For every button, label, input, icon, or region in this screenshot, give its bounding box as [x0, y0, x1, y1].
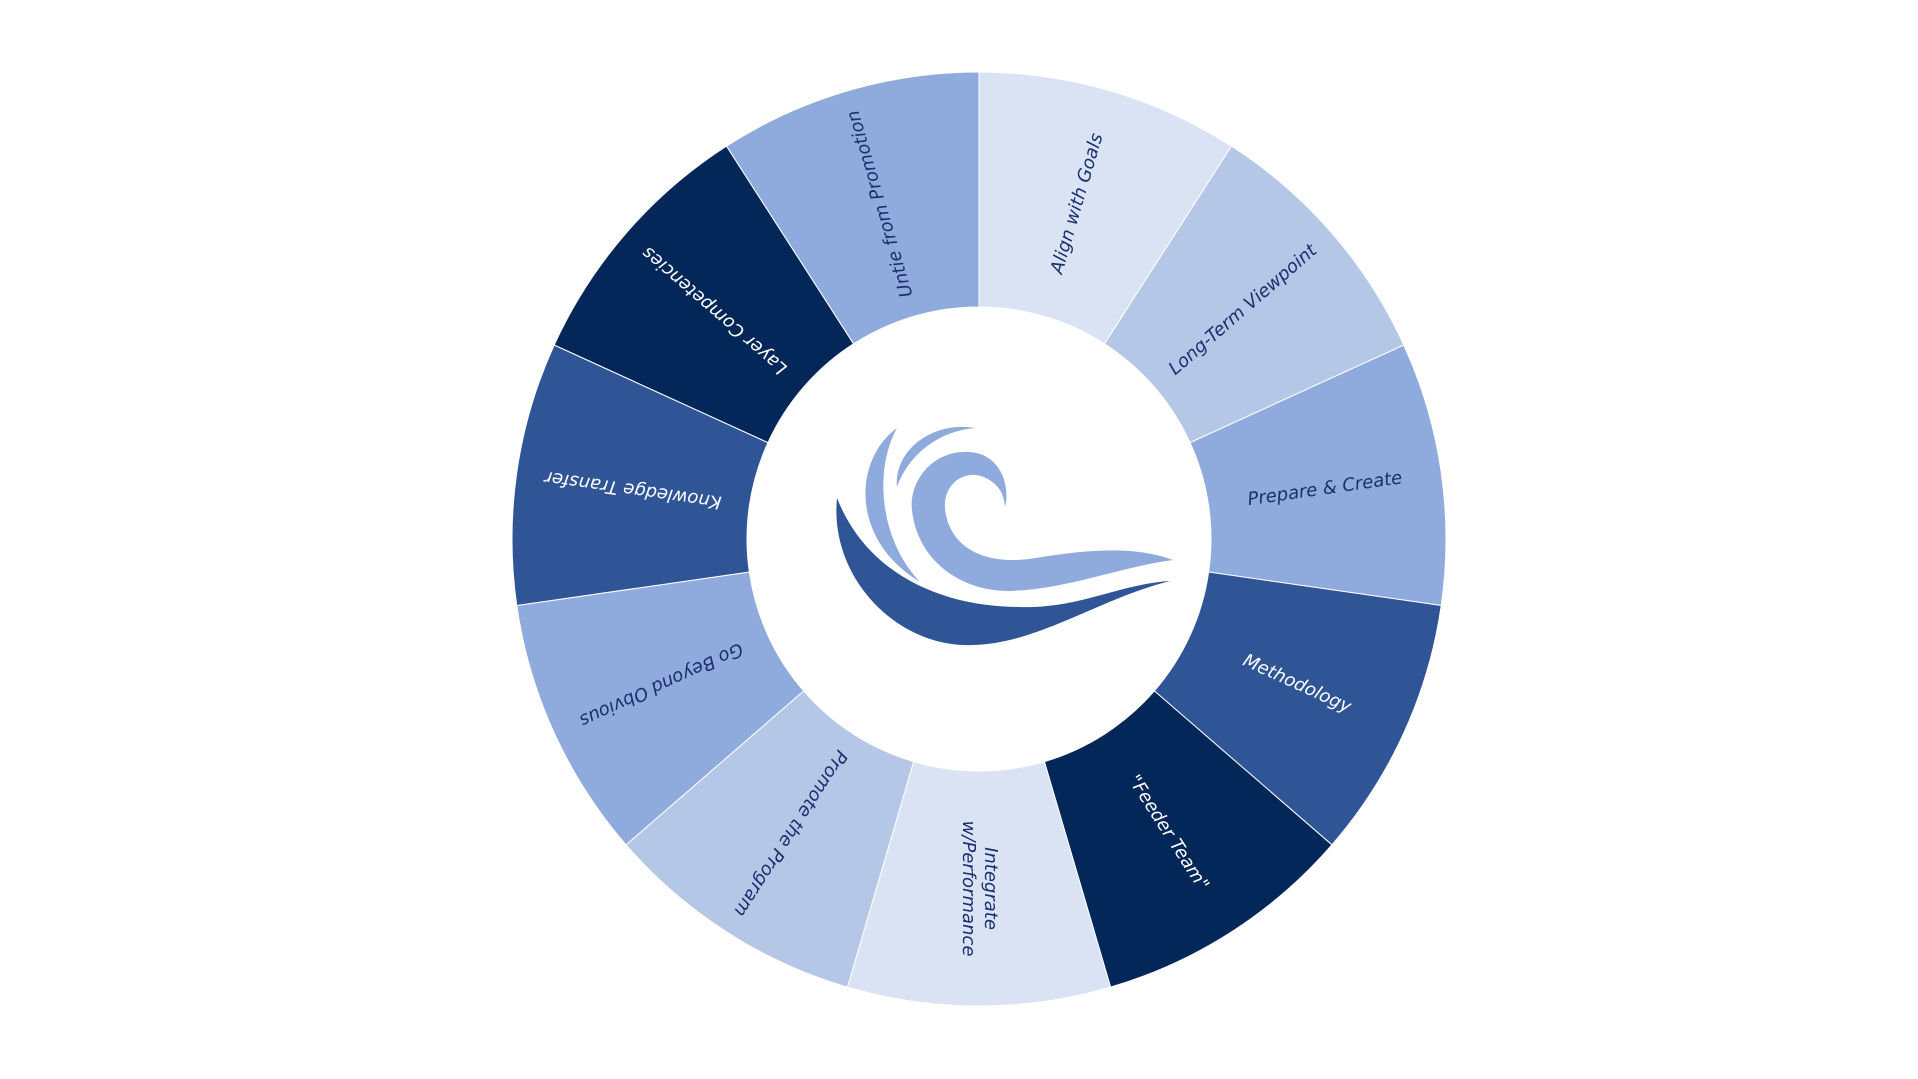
wave-strand-inner-icon — [896, 426, 975, 487]
wave-strand-outer-icon — [865, 428, 920, 582]
wave-dark-icon — [836, 498, 1170, 646]
segment-label-line: Integrate — [980, 847, 1001, 930]
segment-label: Integratew/Performance — [958, 821, 1001, 957]
wave-curl-icon — [911, 451, 1173, 591]
wave-logo-icon — [836, 426, 1173, 646]
center-circle — [747, 307, 1211, 771]
segment-label-line: w/Performance — [958, 821, 979, 957]
